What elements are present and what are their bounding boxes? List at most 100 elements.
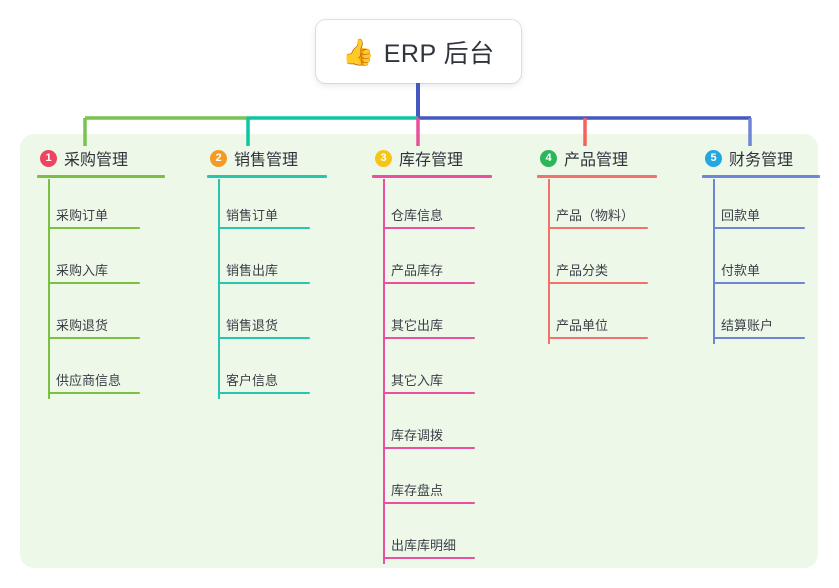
- list-item[interactable]: 付款单: [685, 234, 835, 289]
- column-items: 销售订单销售出库销售退货客户信息: [190, 179, 355, 399]
- list-item-label: 销售退货: [226, 318, 279, 333]
- column-2: 2 销售管理销售订单销售出库销售退货客户信息: [190, 145, 355, 399]
- list-item-underline: [383, 447, 475, 449]
- list-item-label: 产品分类: [556, 263, 609, 278]
- list-item-label: 回款单: [721, 208, 761, 223]
- list-item-underline: [383, 227, 475, 229]
- list-item[interactable]: 销售订单: [190, 179, 355, 234]
- column-title: 财务管理: [729, 152, 794, 169]
- column-3: 3 库存管理仓库信息产品库存其它出库其它入库库存调拨库存盘点出库库明细: [355, 145, 520, 564]
- list-item-label: 库存盘点: [391, 483, 444, 498]
- column-5: 5 财务管理回款单付款单结算账户: [685, 145, 835, 344]
- branch-stem: [218, 179, 220, 399]
- list-item-underline: [48, 282, 140, 284]
- list-item-label: 付款单: [721, 263, 761, 278]
- column-title: 产品管理: [564, 152, 629, 169]
- list-item-label: 出库库明细: [391, 538, 457, 553]
- list-item[interactable]: 供应商信息: [20, 344, 190, 399]
- list-item-underline: [383, 557, 475, 559]
- list-item-underline: [548, 227, 648, 229]
- list-item-label: 结算账户: [721, 318, 774, 333]
- list-item-underline: [383, 282, 475, 284]
- list-item[interactable]: 产品单位: [520, 289, 685, 344]
- list-item-label: 库存调拨: [391, 428, 444, 443]
- list-item[interactable]: 回款单: [685, 179, 835, 234]
- branch-stem: [48, 179, 50, 399]
- root-title: ERP 后台: [383, 39, 495, 68]
- column-items: 采购订单采购入库采购退货供应商信息: [20, 179, 190, 399]
- column-1: 1 采购管理采购订单采购入库采购退货供应商信息: [20, 145, 190, 399]
- list-item[interactable]: 其它入库: [355, 344, 520, 399]
- column-underline: [37, 175, 165, 178]
- column-index-badge: 5: [705, 149, 722, 167]
- list-item-label: 产品单位: [556, 318, 609, 333]
- column-title: 销售管理: [234, 152, 299, 169]
- column-items: 仓库信息产品库存其它出库其它入库库存调拨库存盘点出库库明细: [355, 179, 520, 564]
- list-item[interactable]: 其它出库: [355, 289, 520, 344]
- column-underline: [207, 175, 327, 178]
- list-item-label: 客户信息: [226, 373, 279, 388]
- list-item-underline: [48, 392, 140, 394]
- list-item[interactable]: 产品（物料）: [520, 179, 685, 234]
- list-item-underline: [713, 227, 805, 229]
- list-item-underline: [548, 282, 648, 284]
- column-title: 库存管理: [399, 152, 464, 169]
- list-item[interactable]: 销售出库: [190, 234, 355, 289]
- list-item-underline: [713, 282, 805, 284]
- list-item-underline: [218, 282, 310, 284]
- column-index-badge: 1: [40, 149, 57, 167]
- diagram-panel: [20, 134, 818, 568]
- list-item[interactable]: 仓库信息: [355, 179, 520, 234]
- column-items: 回款单付款单结算账户: [685, 179, 835, 344]
- column-underline: [702, 175, 820, 178]
- list-item[interactable]: 出库库明细: [355, 509, 520, 564]
- list-item-label: 产品库存: [391, 263, 444, 278]
- column-header[interactable]: 2 销售管理: [190, 145, 355, 179]
- list-item[interactable]: 客户信息: [190, 344, 355, 399]
- column-header[interactable]: 5 财务管理: [685, 145, 835, 179]
- list-item-label: 仓库信息: [391, 208, 444, 223]
- list-item[interactable]: 采购入库: [20, 234, 190, 289]
- list-item[interactable]: 采购退货: [20, 289, 190, 344]
- column-header[interactable]: 4 产品管理: [520, 145, 685, 179]
- list-item[interactable]: 结算账户: [685, 289, 835, 344]
- list-item-underline: [383, 337, 475, 339]
- list-item[interactable]: 库存调拨: [355, 399, 520, 454]
- column-title: 采购管理: [64, 152, 129, 169]
- list-item-label: 采购订单: [56, 208, 109, 223]
- list-item-underline: [218, 227, 310, 229]
- list-item[interactable]: 采购订单: [20, 179, 190, 234]
- list-item-underline: [48, 227, 140, 229]
- list-item-label: 供应商信息: [56, 373, 122, 388]
- column-4: 4 产品管理产品（物料） 产品分类产品单位: [520, 145, 685, 344]
- list-item-label: 其它入库: [391, 373, 444, 388]
- list-item-underline: [383, 392, 475, 394]
- list-item-underline: [48, 337, 140, 339]
- column-items: 产品（物料） 产品分类产品单位: [520, 179, 685, 344]
- list-item-label: 销售订单: [226, 208, 279, 223]
- branch-stem: [548, 179, 550, 344]
- column-index-badge: 3: [375, 149, 392, 167]
- list-item[interactable]: 销售退货: [190, 289, 355, 344]
- column-header[interactable]: 3 库存管理: [355, 145, 520, 179]
- branch-stem: [713, 179, 715, 344]
- list-item[interactable]: 产品分类: [520, 234, 685, 289]
- list-item-label: 采购退货: [56, 318, 109, 333]
- list-item-underline: [713, 337, 805, 339]
- list-item-label: 采购入库: [56, 263, 109, 278]
- list-item-underline: [218, 337, 310, 339]
- list-item[interactable]: 产品库存: [355, 234, 520, 289]
- list-item-label: 产品（物料）: [556, 208, 635, 223]
- list-item-label: 其它出库: [391, 318, 444, 333]
- column-underline: [537, 175, 657, 178]
- column-header[interactable]: 1 采购管理: [20, 145, 190, 179]
- column-index-badge: 2: [210, 149, 227, 167]
- list-item[interactable]: 库存盘点: [355, 454, 520, 509]
- root-node[interactable]: 👍 ERP 后台: [316, 20, 521, 83]
- list-item-underline: [383, 502, 475, 504]
- thumbs-up-icon: 👍: [342, 36, 375, 67]
- column-underline: [372, 175, 492, 178]
- column-index-badge: 4: [540, 149, 557, 167]
- branch-stem: [383, 179, 385, 564]
